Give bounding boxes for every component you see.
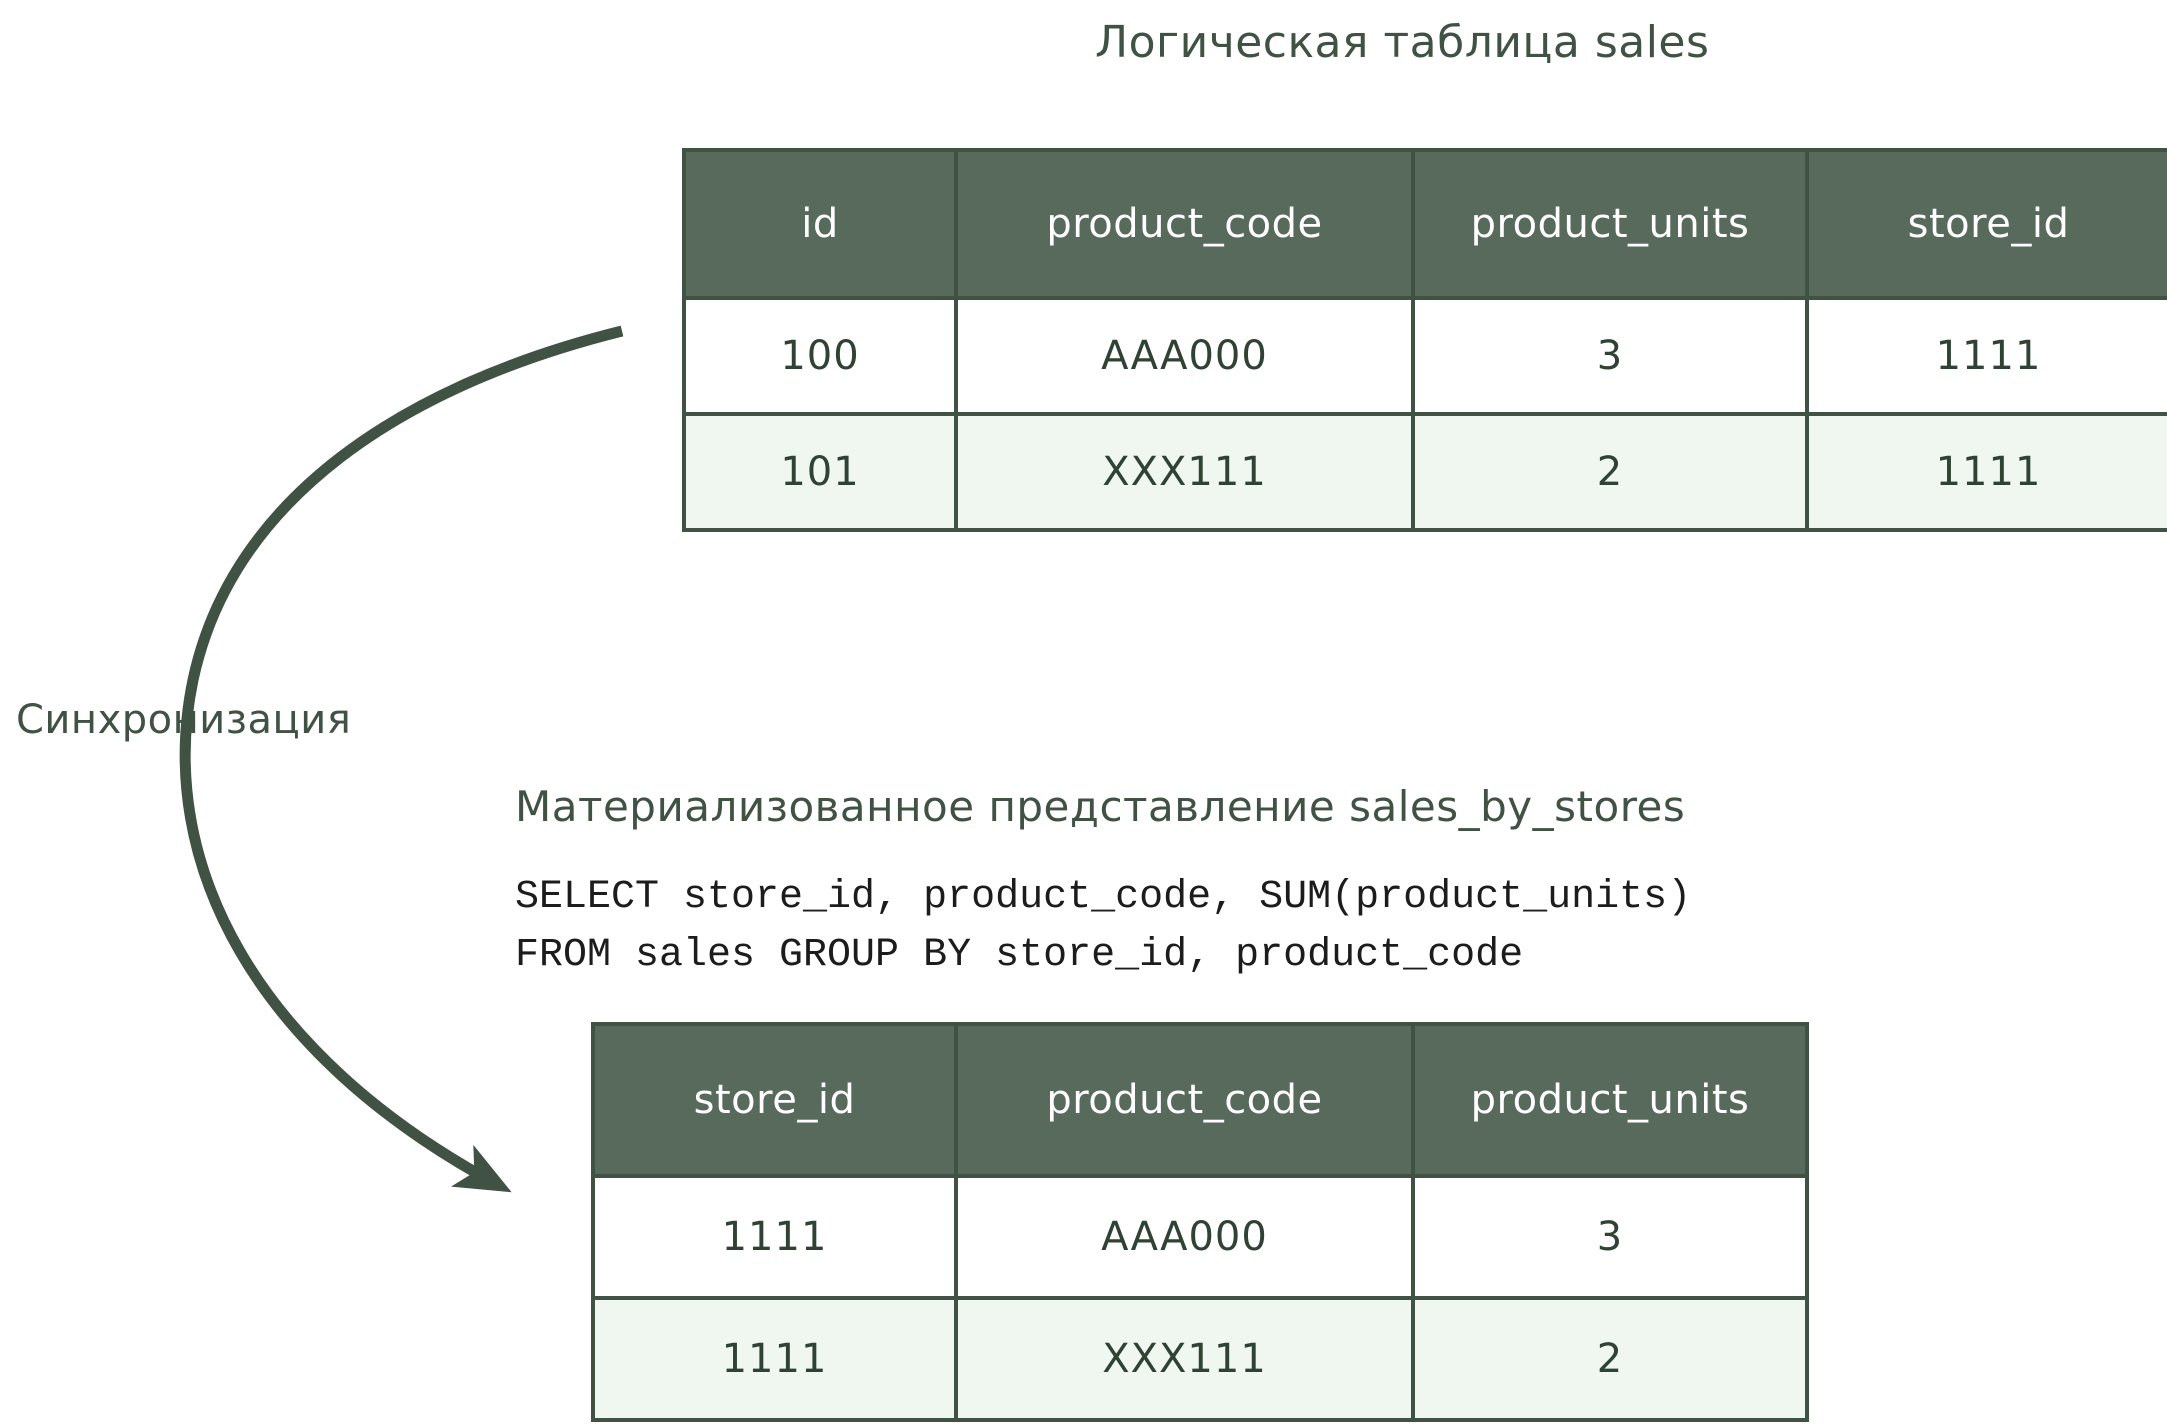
column-header-product-code: product_code: [954, 148, 1415, 300]
table-row: 1111 AAA000 3: [591, 1174, 1809, 1300]
column-header-id: id: [682, 148, 958, 300]
cell-product-code: XXX111: [954, 412, 1415, 532]
table-row: 100 AAA000 3 1111: [682, 296, 2167, 416]
cell-product-code: AAA000: [954, 296, 1415, 416]
column-header-product-code: product_code: [954, 1022, 1415, 1178]
cell-product-units: 3: [1411, 296, 1809, 416]
cell-product-code: AAA000: [954, 1174, 1415, 1300]
column-header-product-units: product_units: [1411, 1022, 1809, 1178]
cell-product-units: 3: [1411, 1174, 1809, 1300]
table-row: 101 XXX111 2 1111: [682, 412, 2167, 532]
column-header-store-id: store_id: [1805, 148, 2167, 300]
sql-line-2: FROM sales GROUP BY store_id, product_co…: [515, 933, 1524, 978]
materialized-view-title: Материализованное представление sales_by…: [515, 782, 1686, 831]
cell-id: 101: [682, 412, 958, 532]
table-header-row: store_id product_code product_units: [591, 1022, 1809, 1178]
cell-store-id: 1111: [1805, 412, 2167, 532]
column-header-product-units: product_units: [1411, 148, 1809, 300]
cell-product-code: XXX111: [954, 1296, 1415, 1422]
cell-product-units: 2: [1411, 1296, 1809, 1422]
cell-store-id: 1111: [591, 1296, 958, 1422]
materialized-view-table: store_id product_code product_units 1111…: [591, 1022, 1809, 1422]
sync-label: Синхронизация: [16, 697, 352, 743]
sql-line-1: SELECT store_id, product_code, SUM(produ…: [515, 875, 1692, 920]
cell-product-units: 2: [1411, 412, 1809, 532]
table-header-row: id product_code product_units store_id: [682, 148, 2167, 300]
table-row: 1111 XXX111 2: [591, 1296, 1809, 1422]
sql-definition: SELECT store_id, product_code, SUM(produ…: [515, 869, 1691, 985]
cell-store-id: 1111: [591, 1174, 958, 1300]
logical-table-title: Логическая таблица sales: [1095, 17, 1710, 68]
cell-id: 100: [682, 296, 958, 416]
column-header-store-id: store_id: [591, 1022, 958, 1178]
cell-store-id: 1111: [1805, 296, 2167, 416]
logical-table: id product_code product_units store_id 1…: [682, 148, 2167, 532]
